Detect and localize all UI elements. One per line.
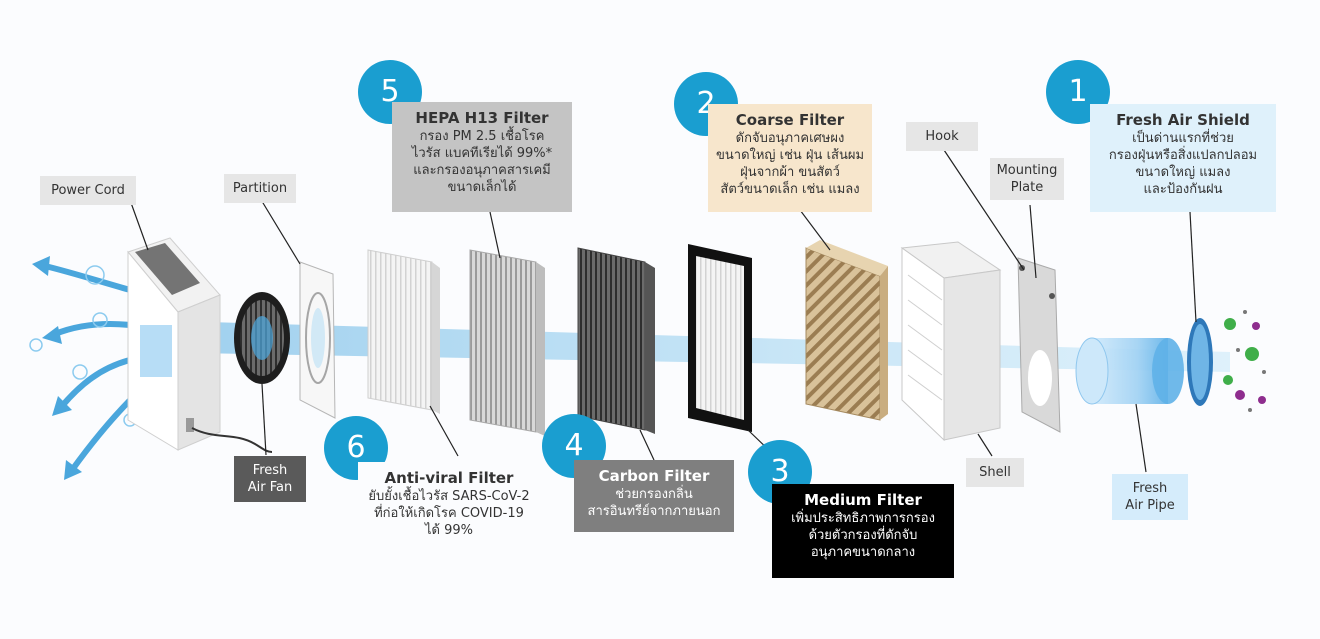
- partition-tag: Partition: [224, 174, 296, 203]
- carbon-filter-box: Carbon Filter ช่วยกรองกลิ่น สารอินทรีย์จ…: [574, 460, 734, 532]
- medium-filter-title: Medium Filter: [804, 491, 922, 509]
- fresh-air-pipe-label-2: Air Pipe: [1125, 498, 1175, 513]
- power-cord-tag: Power Cord: [40, 176, 136, 205]
- medium-filter: [688, 244, 752, 432]
- carbon-filter: [577, 247, 655, 434]
- power-cord-wire: [191, 427, 273, 453]
- coarse-filter-line-1: ดักจับอนุภาคเศษผง: [735, 131, 845, 146]
- fresh-air-shield-title: Fresh Air Shield: [1116, 111, 1250, 129]
- hepa-filter-line-2: ไวรัส แบคทีเรียได้ 99%*: [411, 146, 553, 161]
- shell-tag: Shell: [966, 458, 1024, 487]
- outlet-arrows: [42, 263, 138, 473]
- main-unit-body: [127, 237, 221, 451]
- fresh-air-fan-label-1: Fresh: [252, 463, 288, 478]
- fresh-air-fan-tag: Fresh Air Fan: [234, 456, 306, 502]
- carbon-filter-line-2: สารอินทรีย์จากภายนอก: [587, 504, 721, 519]
- fresh-air-fan: [234, 292, 290, 384]
- hepa-filter-title: HEPA H13 Filter: [415, 109, 549, 127]
- anti-viral-filter-line-2: ที่ก่อให้เกิดโรค COVID-19: [374, 506, 524, 521]
- fresh-air-shield-line-2: กรองฝุ่นหรือสิ่งแปลกปลอม: [1108, 148, 1258, 163]
- fresh-air-pipe-tag: Fresh Air Pipe: [1112, 474, 1188, 520]
- power-cord-label: Power Cord: [51, 183, 125, 198]
- hepa-filter: [469, 249, 545, 436]
- hook-tag: Hook: [906, 122, 978, 151]
- coarse-filter-line-3: ฝุ่นจากผ้า ขนสัตว์: [740, 165, 840, 180]
- fresh-air-pipe-part: [1075, 337, 1184, 405]
- medium-filter-box: Medium Filter เพิ่มประสิทธิภาพการกรอง ด้…: [772, 484, 954, 578]
- shell-housing: [900, 241, 1002, 442]
- hepa-filter-line-4: ขนาดเล็กได้: [447, 180, 517, 195]
- hepa-filter-box: HEPA H13 Filter กรอง PM 2.5 เชื้อโรค ไวร…: [392, 102, 572, 212]
- fresh-air-fan-label-2: Air Fan: [247, 480, 293, 495]
- shell-label: Shell: [979, 465, 1011, 480]
- partition-label: Partition: [232, 181, 288, 196]
- outside-particles: [1223, 310, 1266, 412]
- mounting-plate-label-2: Plate: [1010, 180, 1044, 195]
- coarse-filter-box: Coarse Filter ดักจับอนุภาคเศษผง ขนาดใหญ่…: [708, 104, 872, 212]
- arrow-heads: [32, 256, 82, 480]
- fresh-air-shield-line-3: ขนาดใหญ่ แมลง: [1135, 165, 1231, 180]
- carbon-filter-title: Carbon Filter: [598, 467, 710, 485]
- carbon-filter-line-1: ช่วยกรองกลิ่น: [615, 487, 693, 502]
- anti-viral-filter-line-3: ได้ 99%: [424, 523, 473, 538]
- coarse-filter-line-2: ขนาดใหญ่ เช่น ฝุ่น เส้นผม: [716, 148, 865, 163]
- hook-label: Hook: [925, 129, 959, 144]
- fresh-air-shield-line-1: เป็นด่านแรกที่ช่วย: [1132, 131, 1234, 146]
- fresh-air-shield-box: Fresh Air Shield เป็นด่านแรกที่ช่วย กรอง…: [1090, 104, 1276, 212]
- anti-viral-filter: [367, 249, 440, 414]
- mounting-plate-part: [1017, 257, 1061, 433]
- coarse-filter: [805, 240, 888, 421]
- coarse-filter-line-4: สัตว์ขนาดเล็ก เช่น แมลง: [720, 182, 860, 197]
- anti-viral-filter-title: Anti-viral Filter: [384, 469, 514, 487]
- anti-viral-filter-box: Anti-viral Filter ยับยั้งเชื้อไวรัส SARS…: [358, 462, 540, 548]
- hepa-filter-line-3: และกรองอนุภาคสารเคมี: [413, 163, 551, 178]
- anti-viral-filter-line-1: ยับยั้งเชื้อไวรัส SARS-CoV-2: [368, 489, 530, 504]
- medium-filter-line-1: เพิ่มประสิทธิภาพการกรอง: [791, 511, 935, 526]
- medium-filter-line-3: อนุภาคขนาดกลาง: [810, 545, 916, 560]
- coarse-filter-title: Coarse Filter: [735, 111, 845, 129]
- step-1-badge: 1: [1046, 60, 1110, 124]
- fresh-air-shield-part: [1187, 318, 1213, 406]
- mounting-plate-label-1: Mounting: [996, 163, 1058, 178]
- fresh-air-shield-line-4: และป้องกันฝน: [1143, 182, 1223, 197]
- hepa-filter-line-1: กรอง PM 2.5 เชื้อโรค: [419, 129, 545, 144]
- partition-plate: [299, 261, 336, 419]
- medium-filter-line-2: ด้วยตัวกรองที่ดักจับ: [808, 528, 918, 543]
- fresh-air-pipe-label-1: Fresh: [1132, 481, 1168, 496]
- mounting-plate-tag: Mounting Plate: [990, 158, 1064, 200]
